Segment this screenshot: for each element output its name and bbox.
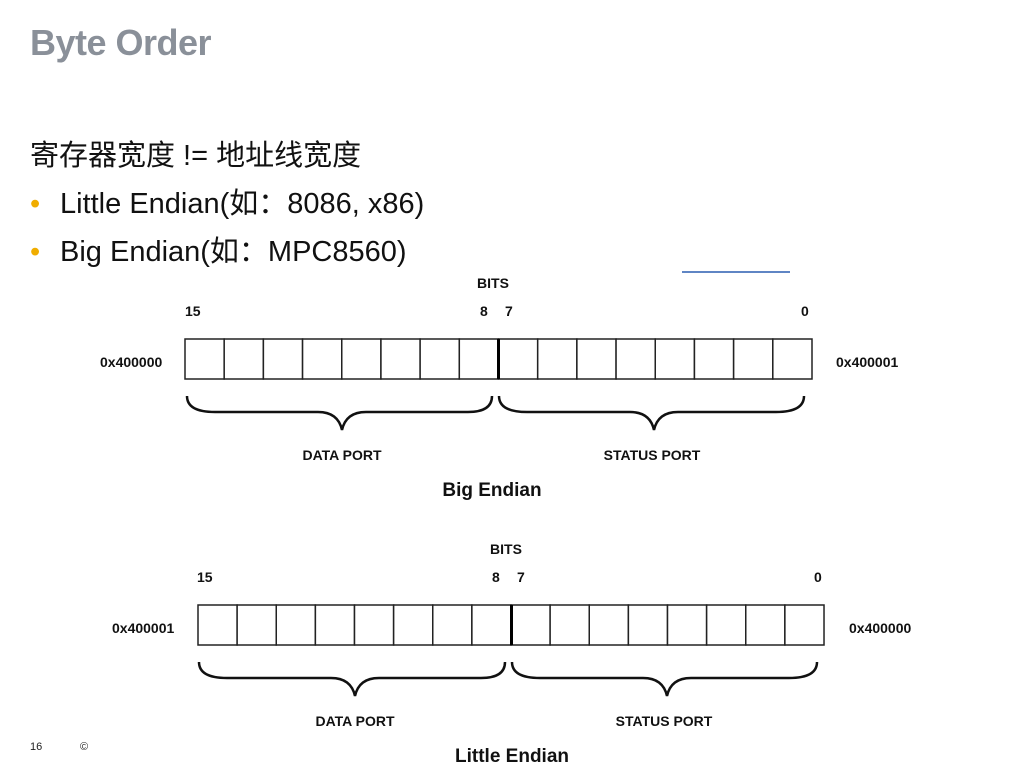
bit-cell [693, 338, 735, 380]
bit-cell [301, 338, 343, 380]
bit-0-label: 0 [814, 569, 822, 585]
data-port-label: DATA PORT [315, 713, 395, 729]
bit-cell [745, 604, 786, 646]
left-address-label: 0x400000 [100, 354, 163, 370]
bullet-text: Little Endian(如：8086, x86) [60, 188, 425, 220]
bit-cell [197, 604, 238, 646]
bits-label: BITS [490, 541, 522, 557]
bit-cell [536, 338, 578, 380]
bit-cell [732, 338, 774, 380]
right-address-label: 0x400001 [836, 354, 899, 370]
bit-cell [380, 338, 421, 380]
data-port-brace [197, 661, 507, 697]
bit-cell [419, 338, 461, 380]
bullet-item-big-endian: • Big Endian(如：MPC8560) [30, 228, 730, 276]
bit-cell [184, 338, 225, 380]
bit-cell [275, 604, 317, 646]
bullet-icon: • [30, 236, 41, 268]
bit-7-label: 7 [517, 569, 525, 585]
slide-body: 寄存器宽度 != 地址线宽度 • Little Endian(如：8086, x… [30, 132, 730, 276]
bit-cell [772, 338, 813, 380]
bit-cell [497, 338, 539, 380]
bullet-icon: • [30, 188, 41, 220]
bit-8-label: 8 [480, 303, 488, 319]
bit-7-label: 7 [505, 303, 513, 319]
status-port-label: STATUS PORT [616, 713, 713, 729]
bit-cell [576, 338, 617, 380]
bit-0-label: 0 [801, 303, 809, 319]
right-address-label: 0x400000 [849, 620, 912, 636]
slide-title: Byte Order [30, 22, 212, 63]
status-port-brace [510, 661, 819, 697]
bit-cell [353, 604, 395, 646]
bit-cell [236, 604, 278, 646]
bullet-text: Big Endian(如：MPC8560) [60, 236, 407, 268]
bit-cells [184, 338, 813, 380]
bit-cell [510, 604, 551, 646]
bit-cell [262, 338, 304, 380]
status-port-label: STATUS PORT [604, 447, 701, 463]
bit-cell [705, 604, 747, 646]
intro-line: 寄存器宽度 != 地址线宽度 [30, 140, 362, 172]
bit-cell [784, 604, 825, 646]
bit-15-label: 15 [185, 303, 201, 319]
little-endian-diagram: BITS 15 8 7 0 0x400001 0x400000 DATA POR… [112, 541, 912, 767]
bit-cell [341, 338, 382, 380]
copyright-notice: © [80, 741, 89, 753]
bit-cell [458, 338, 500, 380]
page-number: 16 [30, 741, 43, 753]
bit-cell [432, 604, 473, 646]
big-endian-diagram: BITS 15 8 7 0 0x400000 0x400001 DATA POR… [100, 275, 899, 501]
bit-15-label: 15 [197, 569, 213, 585]
bit-cell [549, 604, 591, 646]
bit-cell [588, 604, 630, 646]
bit-cell [314, 604, 356, 646]
bullet-item-little-endian: • Little Endian(如：8086, x86) [30, 180, 730, 228]
bit-cell [392, 604, 434, 646]
bit-8-label: 8 [492, 569, 500, 585]
bit-cell [223, 338, 265, 380]
bit-cell [654, 338, 696, 380]
left-address-label: 0x400001 [112, 620, 175, 636]
little-endian-caption: Little Endian [455, 746, 569, 767]
bits-label: BITS [477, 275, 509, 291]
data-port-brace [185, 395, 494, 431]
bit-cell [615, 338, 656, 380]
bit-cell [471, 604, 512, 646]
status-port-brace [497, 395, 806, 431]
bit-cell [627, 604, 669, 646]
data-port-label: DATA PORT [302, 447, 382, 463]
big-endian-caption: Big Endian [442, 480, 541, 501]
bit-cell [666, 604, 708, 646]
bit-cells [197, 604, 825, 646]
